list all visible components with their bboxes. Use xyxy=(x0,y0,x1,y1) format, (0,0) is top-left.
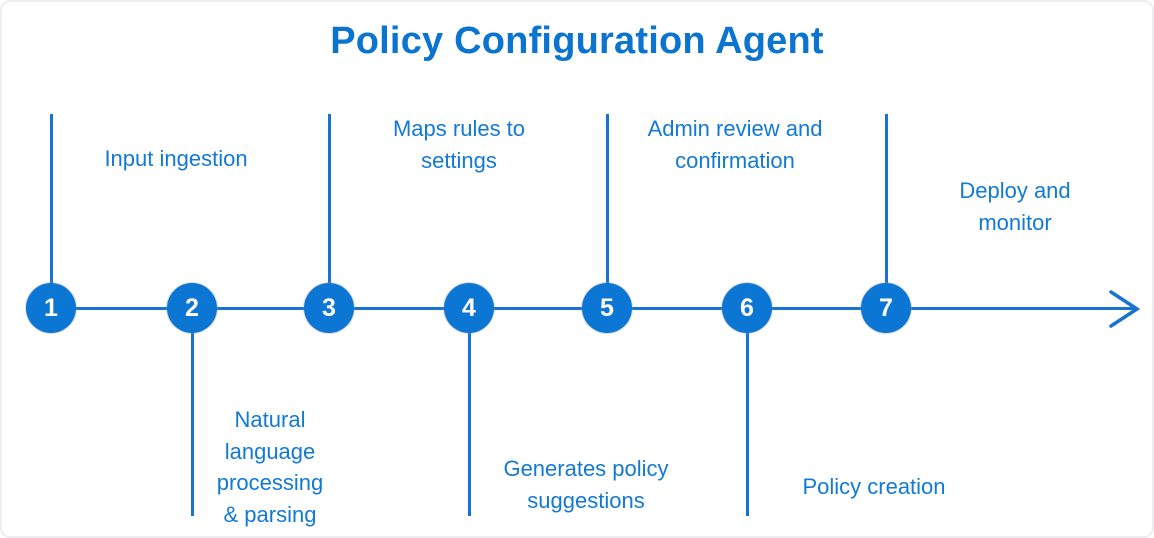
step-4-number: 4 xyxy=(462,293,476,322)
step-2-connector xyxy=(190,332,194,516)
step-3-label: Maps rules to settings xyxy=(392,116,526,173)
step-3-connector xyxy=(327,114,331,284)
step-6-number: 6 xyxy=(740,293,754,322)
step-6-circle: 6 xyxy=(722,283,772,333)
arrow-right-icon xyxy=(1109,290,1141,328)
step-7-connector xyxy=(884,114,888,284)
page-title: Policy Configuration Agent xyxy=(330,20,824,62)
step-1-number: 1 xyxy=(44,293,58,322)
step-4-label: Generates policy suggestions xyxy=(503,456,669,513)
step-5-label: Admin review and confirmation xyxy=(647,116,823,173)
step-7-circle: 7 xyxy=(861,283,911,333)
step-5-connector xyxy=(605,114,609,284)
step-2-circle: 2 xyxy=(167,283,217,333)
step-1-label: Input ingestion xyxy=(104,146,248,171)
step-5-circle: 5 xyxy=(582,283,632,333)
step-4-circle: 4 xyxy=(444,283,494,333)
step-2-number: 2 xyxy=(185,293,199,322)
step-5-number: 5 xyxy=(600,293,614,322)
step-6-label: Policy creation xyxy=(802,474,946,499)
step-4-connector xyxy=(467,332,471,516)
step-7-label: Deploy and monitor xyxy=(959,178,1071,235)
step-1-connector xyxy=(49,114,53,284)
step-2-label: Natural language processing & parsing xyxy=(216,407,324,527)
step-1-circle: 1 xyxy=(26,283,76,333)
step-3-circle: 3 xyxy=(304,283,354,333)
step-6-connector xyxy=(745,332,749,516)
step-3-number: 3 xyxy=(322,293,336,322)
step-7-number: 7 xyxy=(879,293,893,322)
